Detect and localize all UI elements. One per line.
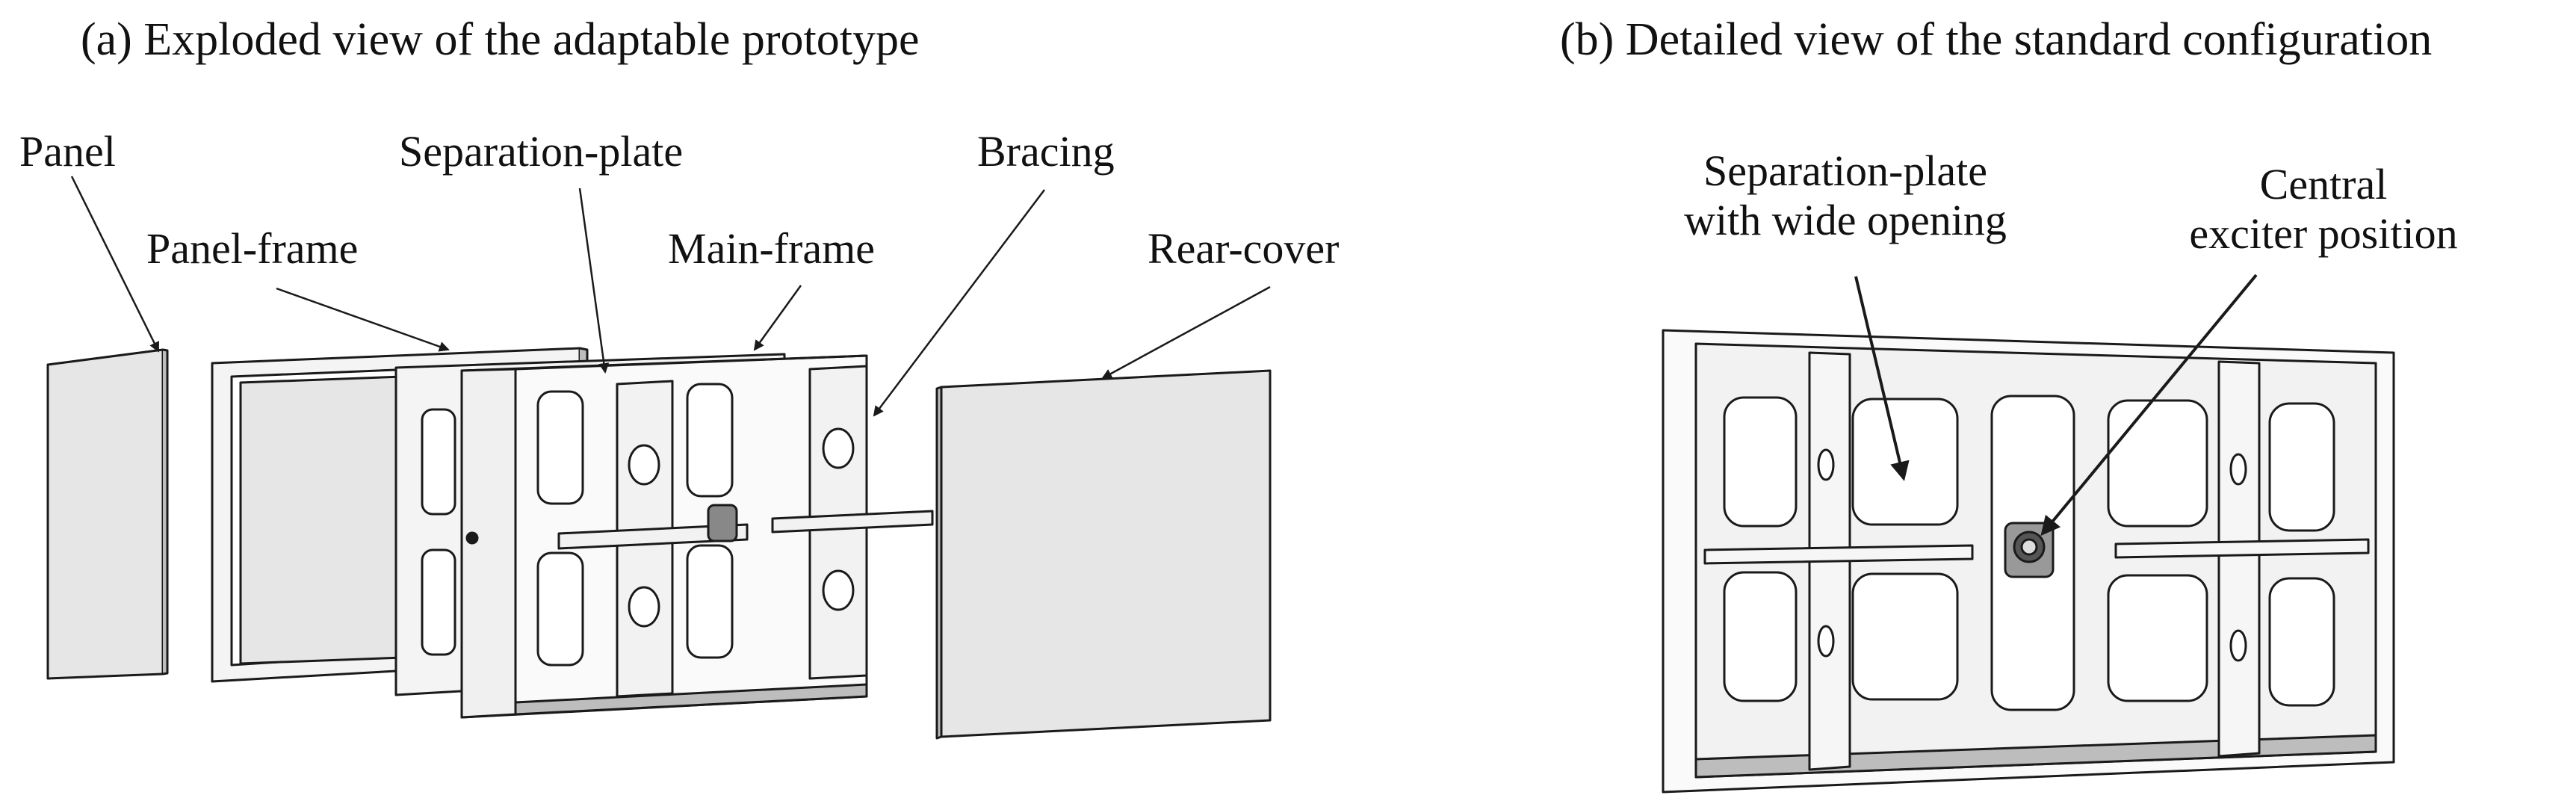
leader-separation-wide — [1854, 276, 1910, 481]
leader-main-frame — [753, 285, 802, 351]
leaders-a — [70, 176, 1271, 417]
leader-bracing — [873, 189, 1045, 417]
leader-panel — [70, 176, 160, 353]
label-panel: Panel — [19, 127, 116, 176]
label-main-frame: Main-frame — [668, 224, 875, 273]
title-a: (a) Exploded view of the adaptable proto… — [81, 14, 920, 65]
leader-central-exciter — [2040, 273, 2258, 537]
leader-rear-cover — [1101, 285, 1271, 380]
label-central-exciter: Central exciter position — [2122, 160, 2525, 259]
label-panel-frame: Panel-frame — [146, 224, 359, 273]
rear-cover-part — [935, 369, 1272, 740]
label-central-exciter-line2: exciter position — [2189, 209, 2458, 258]
label-separation-wide: Separation-plate with wide opening — [1629, 146, 2062, 245]
bracing-part — [557, 365, 934, 698]
label-separation-wide-line1: Separation-plate — [1703, 146, 1988, 195]
label-rear-cover: Rear-cover — [1148, 224, 1340, 273]
label-central-exciter-line1: Central — [2259, 160, 2388, 208]
standard-configuration — [1662, 329, 2395, 794]
title-b: (b) Detailed view of the standard config… — [1560, 14, 2433, 65]
label-separation-wide-line2: with wide opening — [1684, 196, 2007, 244]
label-bracing: Bracing — [977, 127, 1115, 176]
label-separation-plate: Separation-plate — [399, 127, 684, 176]
leader-panel-frame — [276, 287, 450, 352]
panel-sheet — [46, 348, 169, 680]
leader-separation-plate — [578, 188, 610, 374]
leaders-b — [1854, 273, 2258, 537]
